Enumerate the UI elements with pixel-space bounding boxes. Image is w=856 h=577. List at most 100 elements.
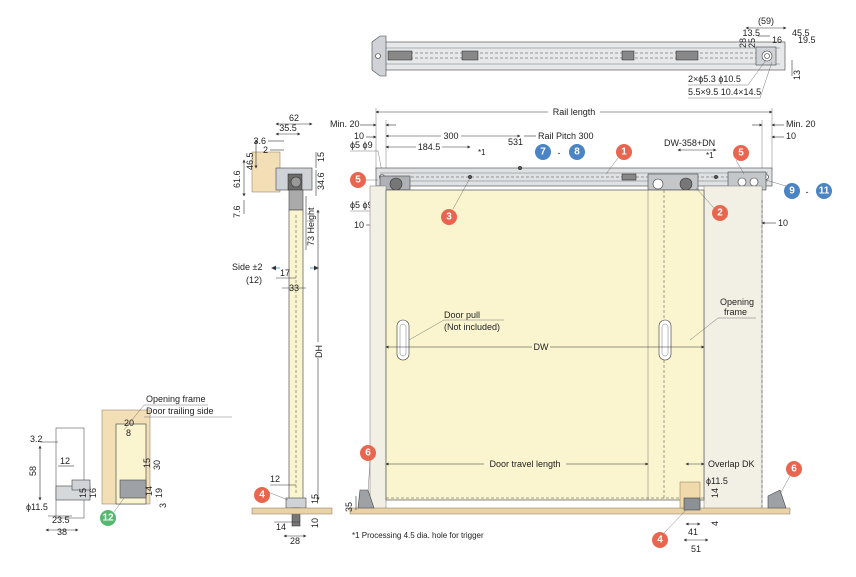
- note-mark-2: *1: [706, 151, 714, 160]
- callout-9: [784, 183, 800, 199]
- callout-5-right: [733, 145, 749, 161]
- dim-phi-top: ϕ5 ϕ9: [350, 140, 373, 150]
- detail-left-view: 3.2 58 12 15 16 ϕ11.5 23.5 38: [26, 427, 98, 537]
- callout-5-left: [350, 172, 366, 188]
- detail-left-23-5: 23.5: [52, 515, 70, 525]
- side-dim-14: 14: [276, 522, 286, 532]
- callout-7: [535, 144, 551, 160]
- label-frame: frame: [724, 307, 747, 317]
- dim-300: 300: [443, 131, 458, 141]
- svg-text:3: 3: [446, 212, 452, 223]
- side-dim-10: 10: [310, 518, 320, 528]
- detail-opening-frame: Opening frame: [146, 394, 206, 404]
- side-dim-15b: 15: [310, 494, 320, 504]
- detail-left-12: 12: [60, 456, 70, 466]
- svg-text:6: 6: [791, 464, 797, 475]
- dim-10-bottom-right: 10: [778, 218, 788, 228]
- dim-35: 35: [344, 502, 354, 512]
- detail-mid-14: 14: [144, 486, 154, 496]
- note-mark-1: *1: [478, 148, 486, 157]
- detail-left-38: 38: [57, 527, 67, 537]
- hole-spec-2: 5.5×9.5 10.4×14.5: [688, 87, 761, 97]
- dim-41: 41: [688, 527, 698, 537]
- svg-text:1: 1: [621, 147, 627, 158]
- detail-left-15: 15: [78, 488, 88, 498]
- footnote: *1 Processing 4.5 dia. hole for trigger: [352, 531, 484, 540]
- svg-text:9: 9: [789, 186, 795, 197]
- dim-13: 13: [792, 70, 802, 80]
- callout-6-right: [786, 461, 802, 477]
- detail-mid-view: Opening frame Door trailing side 20 8 30…: [101, 394, 232, 508]
- svg-text:12: 12: [102, 513, 114, 524]
- dim-19-5: 19.5: [798, 35, 816, 45]
- dim-531: 531: [508, 137, 523, 147]
- side-dim-62: 62: [289, 113, 299, 123]
- detail-mid-30: 30: [152, 460, 162, 470]
- detail-mid-15: 15: [142, 458, 152, 468]
- dim-rail-length: Rail length: [553, 107, 596, 117]
- dim-13-5: 13.5: [742, 28, 760, 38]
- dim-10-left: 10: [354, 131, 364, 141]
- callout-2: [712, 205, 728, 221]
- detail-mid-20: 20: [124, 418, 134, 428]
- side-dim-side: Side ±2: [232, 262, 262, 272]
- side-dim-15: 15: [316, 152, 326, 162]
- detail-mid-3: 3: [158, 503, 168, 508]
- detail-trailing-side: Door trailing side: [146, 406, 214, 416]
- svg-text:2: 2: [717, 208, 723, 219]
- svg-text:4: 4: [657, 535, 663, 546]
- side-dim-2: 2: [263, 145, 268, 155]
- callout-range-dash-2: -: [806, 187, 809, 197]
- dim-45-5: 45.5: [792, 28, 810, 38]
- label-not-included: (Not included): [444, 322, 500, 332]
- dim-51: 51: [691, 544, 701, 554]
- side-dim-height: 73 Height: [306, 207, 316, 246]
- dim-rail-pitch: Rail Pitch 300: [538, 131, 594, 141]
- dim-59: (59): [758, 16, 774, 26]
- svg-text:6: 6: [365, 448, 371, 459]
- dim-door-travel: Door travel length: [489, 459, 560, 469]
- dim-28: 28: [738, 38, 748, 48]
- dim-min20-left: Min. 20: [330, 119, 360, 129]
- dim-14: 14: [710, 488, 720, 498]
- svg-text:5: 5: [355, 175, 361, 186]
- callout-4-front: [652, 532, 668, 548]
- dim-dw-358-dn: DW-358+DN: [664, 138, 715, 148]
- callout-11: [816, 183, 832, 199]
- top-rail-view: (59) 13.5 45.5 16 19.5 28 25 13 2×ϕ5.3 ϕ…: [371, 16, 816, 99]
- svg-text:8: 8: [574, 147, 580, 158]
- side-dim-3-6: 3.6: [253, 136, 266, 146]
- dim-16: 16: [772, 35, 782, 45]
- side-dim-12: (12): [246, 275, 262, 285]
- detail-left-phi: ϕ11.5: [26, 502, 48, 512]
- dim-min20-right: Min. 20: [786, 119, 816, 129]
- side-dim-dh: DH: [314, 345, 324, 358]
- dim-phi-11-5: ϕ11.5: [706, 476, 728, 486]
- side-dim-35-5: 35.5: [279, 123, 297, 133]
- front-elevation-view: Rail length Min. 20 Min. 20 10 10 10 10 …: [330, 106, 816, 554]
- hole-spec-1: 2×ϕ5.3 ϕ10.5: [688, 74, 741, 84]
- svg-text:4: 4: [259, 490, 265, 501]
- callout-6-left: [360, 445, 376, 461]
- detail-mid-19: 19: [154, 488, 164, 498]
- detail-left-3-2: 3.2: [30, 434, 43, 444]
- dim-4: 4: [710, 521, 720, 526]
- side-dim-7-6: 7.6: [232, 205, 242, 218]
- callout-1: [616, 144, 632, 160]
- svg-text:7: 7: [540, 147, 546, 158]
- dim-184-5: 184.5: [418, 142, 441, 152]
- dim-overlap-dk: Overlap DK: [708, 459, 755, 469]
- side-dim-28: 28: [290, 536, 300, 546]
- callouts: 1 2 3 4 4 5 5 6 6 7 - 8 9 - 11 12: [100, 144, 832, 548]
- detail-left-16: 16: [88, 488, 98, 498]
- side-section-view: 62 35.5 3.6 2 46.5 15 61.6 34.6 7.6 73 H…: [232, 113, 333, 546]
- detail-left-58: 58: [28, 466, 38, 476]
- dim-dw: DW: [534, 342, 549, 352]
- callout-8: [569, 144, 585, 160]
- label-opening: Opening: [720, 297, 754, 307]
- side-dim-46-5: 46.5: [245, 152, 255, 170]
- label-door-pull: Door pull: [444, 310, 480, 320]
- callout-range-dash-1: -: [558, 148, 561, 158]
